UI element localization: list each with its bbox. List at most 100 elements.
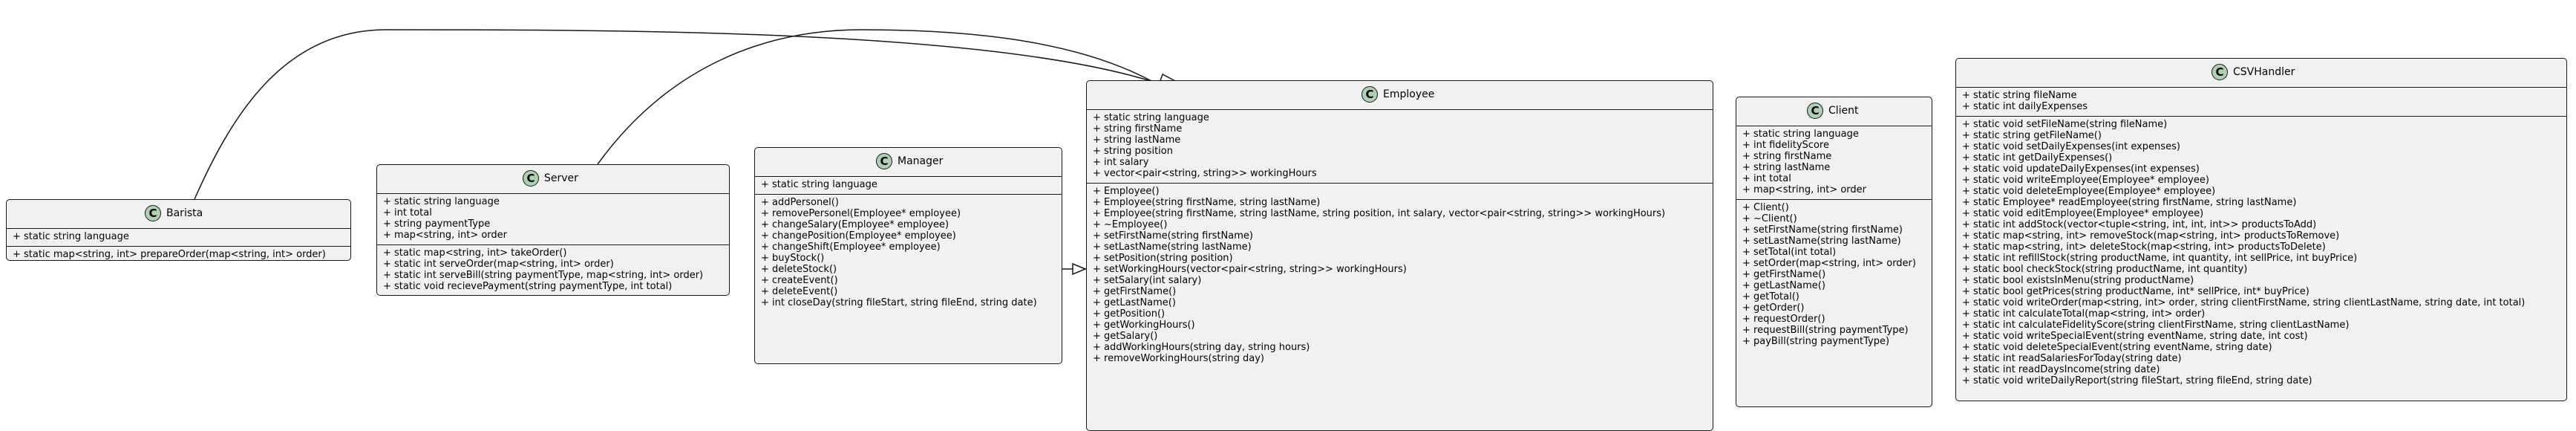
- method-row: + deleteStock(): [761, 264, 837, 275]
- attribute-row: + static string fileName: [1962, 90, 2077, 101]
- methods-section: + Employee()+ Employee(string firstName,…: [1087, 183, 1713, 368]
- method-row: + static void setDailyExpenses(int expen…: [1962, 141, 2180, 152]
- method-row: + static void writeEmployee(Employee* em…: [1962, 175, 2209, 186]
- method-row: + static void deleteSpecialEvent(string …: [1962, 342, 2272, 353]
- method-row: + static bool existsInMenu(string produc…: [1962, 275, 2194, 286]
- method-row: + static map<string, int> prepareOrder(m…: [13, 249, 326, 260]
- attribute-row: + static string language: [383, 196, 500, 207]
- class-header: C Server: [377, 165, 729, 193]
- method-row: + setFirstName(string firstName): [1742, 224, 1903, 236]
- class-barista[interactable]: C Barista + static string language + sta…: [6, 199, 351, 261]
- class-name: Manager: [898, 155, 944, 167]
- class-c-icon: C: [1361, 86, 1378, 103]
- attribute-row: + static int dailyExpenses: [1962, 101, 2088, 112]
- method-row: + static map<string, int> removeStock(ma…: [1962, 230, 2340, 242]
- method-row: + deleteEvent(): [761, 286, 838, 297]
- class-manager[interactable]: C Manager + static string language + add…: [754, 147, 1062, 364]
- attributes-section: + static string language: [755, 176, 1062, 194]
- method-row: + requestBill(string paymentType): [1742, 325, 1909, 336]
- method-row: + changePosition(Employee* employee): [761, 230, 956, 242]
- method-row: + getSalary(): [1093, 331, 1158, 342]
- class-csvhandler[interactable]: C CSVHandler + static string fileName+ s…: [1955, 58, 2567, 401]
- method-row: + setLastName(string lastName): [1742, 236, 1901, 247]
- method-row: + setPosition(string position): [1093, 253, 1233, 264]
- class-header: C Employee: [1087, 81, 1713, 109]
- method-row: + getOrder(): [1742, 302, 1805, 314]
- methods-section: + static map<string, int> prepareOrder(m…: [7, 246, 350, 264]
- methods-section: + static map<string, int> takeOrder()+ s…: [377, 244, 729, 296]
- method-row: + static void recievePayment(string paym…: [383, 281, 673, 292]
- attribute-row: + string position: [1093, 146, 1173, 157]
- attributes-section: + static string language+ int fidelitySc…: [1736, 126, 1932, 199]
- method-row: + getLastName(): [1093, 297, 1176, 308]
- method-row: + static void setFileName(string fileNam…: [1962, 119, 2168, 130]
- edge-server-employee: [597, 29, 1154, 165]
- attribute-row: + string firstName: [1093, 123, 1183, 135]
- method-row: + Employee(string firstName, string last…: [1093, 208, 1666, 219]
- class-client[interactable]: C Client + static string language+ int f…: [1736, 97, 1932, 407]
- inheritance-arrowhead-left: [1072, 262, 1087, 276]
- method-row: + setLastName(string lastName): [1093, 242, 1252, 253]
- method-row: + getFirstName(): [1093, 286, 1177, 297]
- attributes-section: + static string language: [7, 228, 350, 246]
- method-row: + static void writeDailyReport(string fi…: [1962, 375, 2312, 386]
- method-row: + static int getDailyExpenses(): [1962, 152, 2113, 163]
- method-row: + static bool getPrices(string productNa…: [1962, 286, 2309, 297]
- attribute-row: + int fidelityScore: [1742, 140, 1829, 151]
- methods-section: + static void setFileName(string fileNam…: [1956, 116, 2566, 390]
- method-row: + static int readSalariesForToday(string…: [1962, 353, 2182, 364]
- class-c-icon: C: [145, 205, 161, 221]
- method-row: + static void writeSpecialEvent(string e…: [1962, 331, 2308, 342]
- attribute-row: + static string language: [1093, 112, 1209, 123]
- method-row: + payBill(string paymentType): [1742, 336, 1890, 347]
- attributes-section: + static string fileName+ static int dai…: [1956, 87, 2566, 116]
- attribute-row: + map<string, int> order: [1742, 184, 1867, 195]
- attribute-row: + static string language: [1742, 129, 1859, 140]
- method-row: + Employee(string firstName, string last…: [1093, 197, 1321, 208]
- class-header: C Manager: [755, 148, 1062, 176]
- method-row: + static Employee* readEmployee(string f…: [1962, 197, 2297, 208]
- method-row: + addWorkingHours(string day, string hou…: [1093, 342, 1310, 353]
- method-row: + setTotal(int total): [1742, 247, 1837, 258]
- method-row: + getLastName(): [1742, 280, 1825, 291]
- method-row: + setSalary(int salary): [1093, 275, 1202, 286]
- attribute-row: + map<string, int> order: [383, 230, 508, 241]
- method-row: + requestOrder(): [1742, 314, 1825, 325]
- class-name: Barista: [166, 207, 203, 219]
- method-row: + static int calculateFidelityScore(stri…: [1962, 320, 2350, 331]
- method-row: + static void writeOrder(map<string, int…: [1962, 297, 2526, 308]
- method-row: + static void editEmployee(Employee* emp…: [1962, 208, 2204, 219]
- class-c-icon: C: [523, 170, 539, 187]
- method-row: + ~Client(): [1742, 213, 1797, 224]
- method-row: + setFirstName(string firstName): [1093, 230, 1253, 242]
- class-name: CSVHandler: [2233, 66, 2295, 78]
- method-row: + buyStock(): [761, 253, 825, 264]
- method-row: + setOrder(map<string, int> order): [1742, 258, 1916, 269]
- attribute-row: + string firstName: [1742, 151, 1832, 162]
- method-row: + createEvent(): [761, 275, 838, 286]
- methods-section: + addPersonel()+ removePersonel(Employee…: [755, 194, 1062, 312]
- attribute-row: + int total: [383, 207, 432, 218]
- class-name: Server: [544, 172, 578, 184]
- method-row: + getFirstName(): [1742, 269, 1826, 280]
- method-row: + static int serveBill(string paymentTyp…: [383, 270, 704, 281]
- method-row: + setWorkingHours(vector<pair<string, st…: [1093, 264, 1407, 275]
- edge-barista-employee: [194, 29, 1154, 200]
- attributes-section: + static string language+ string firstNa…: [1087, 109, 1713, 183]
- class-header: C Client: [1736, 97, 1932, 126]
- class-server[interactable]: C Server + static string language+ int t…: [376, 164, 730, 296]
- attribute-row: + string lastName: [1742, 162, 1831, 173]
- attributes-section: + static string language+ int total+ str…: [377, 193, 729, 244]
- method-row: + Client(): [1742, 202, 1789, 213]
- attribute-row: + int salary: [1093, 157, 1149, 168]
- method-row: + int closeDay(string fileStart, string …: [761, 297, 1037, 308]
- method-row: + getPosition(): [1093, 308, 1166, 320]
- method-row: + Employee(): [1093, 186, 1160, 197]
- method-row: + addPersonel(): [761, 197, 839, 208]
- method-row: + changeShift(Employee* employee): [761, 242, 941, 253]
- class-header: C CSVHandler: [1956, 59, 2566, 87]
- class-header: C Barista: [7, 200, 350, 228]
- method-row: + static int calculateTotal(map<string, …: [1962, 308, 2206, 320]
- class-employee[interactable]: C Employee + static string language+ str…: [1086, 80, 1713, 431]
- attribute-row: + static string language: [761, 179, 877, 190]
